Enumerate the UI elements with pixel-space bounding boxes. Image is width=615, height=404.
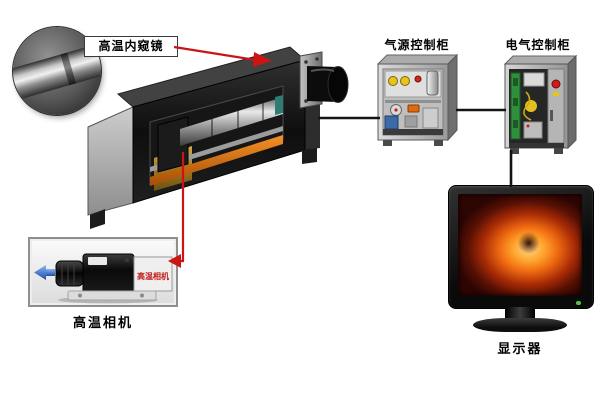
housing-foot-right (302, 148, 317, 164)
camera-tag-text: 高温相机 (137, 271, 169, 281)
tube-rings (211, 103, 264, 136)
orange-valve (407, 104, 420, 113)
air-cabinet-top (376, 54, 459, 65)
housing-foot-left (90, 209, 105, 229)
air-cabinet-label: 气源控制柜 (384, 38, 450, 52)
housing-left-face (87, 106, 134, 216)
camera-photo: 高温相机 (28, 237, 178, 307)
monitor-screen (458, 194, 582, 296)
monitor-bezel (448, 185, 594, 309)
electric-cabinet-side (567, 54, 577, 150)
camera-caption: 高温相机 (72, 315, 133, 330)
pcb-chips (513, 78, 518, 128)
monitor-stand-base (473, 318, 567, 332)
electric-cabinet-label: 电气控制柜 (505, 38, 571, 52)
pressure-gauges (388, 75, 422, 86)
air-tank (426, 70, 439, 96)
electric-cabinet-feet (510, 148, 563, 154)
air-block (404, 115, 418, 128)
endoscope-label: 高温内窥镜 (84, 36, 178, 57)
scope-head (327, 66, 349, 103)
blue-filter-unit (384, 115, 399, 130)
warning-label (553, 92, 559, 96)
monitor-caption: 显示器 (497, 341, 543, 356)
air-cabinet-feet (383, 140, 443, 146)
blue-arrow-icon (34, 265, 55, 280)
air-cabinet-side (447, 53, 458, 142)
air-pipe (385, 100, 441, 103)
electric-control-cabinet (503, 54, 578, 154)
monitor (448, 185, 594, 335)
module-led (526, 124, 530, 128)
regulator-dot (394, 108, 398, 112)
camera-brand-plate (88, 257, 107, 265)
scope-head-highlight (310, 68, 335, 72)
camera-mount-module (133, 256, 173, 292)
lens-rings (61, 262, 75, 285)
power-led (576, 301, 581, 305)
camera-lens (55, 260, 84, 287)
air-module (422, 107, 439, 129)
scope-tube (180, 97, 283, 146)
endoscope-tube-ring (60, 52, 76, 86)
air-control-cabinet (376, 53, 459, 146)
tube-collar (275, 95, 283, 115)
control-module-top (523, 72, 545, 87)
yellow-wire (523, 91, 532, 121)
door-handle (550, 110, 553, 121)
control-module-bottom (523, 121, 543, 139)
camera-screw (125, 258, 129, 262)
monitor-stand-neck (505, 307, 535, 320)
electric-cabinet-top (503, 55, 578, 65)
camera-illustration: 高温相机 (34, 253, 173, 304)
bracket-screws (78, 293, 144, 298)
camera-bracket (67, 290, 157, 301)
emergency-button (551, 79, 561, 89)
air-cabinet-base (383, 129, 443, 135)
endoscope-label-text: 高温内窥镜 (98, 39, 164, 53)
protective-housing (87, 46, 349, 229)
electric-cabinet-base (509, 143, 564, 148)
